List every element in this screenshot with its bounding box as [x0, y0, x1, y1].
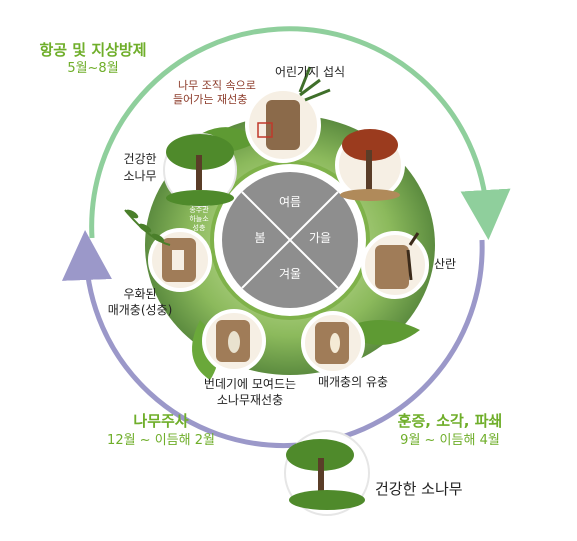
season-summer: 여름: [278, 195, 302, 209]
healthy-pine-tree-bottom: [284, 430, 370, 516]
stage-nematode-entry-2: 들어가는 재선충: [173, 93, 248, 106]
stage-pupa-gathering-2: 소나무재선충: [216, 393, 284, 407]
mini-note-1: 송수관: [189, 206, 209, 214]
season-divider-2: [241, 191, 339, 289]
stage-healthy-pine-2: 소나무: [123, 169, 157, 183]
medallion-vector-larva: [301, 311, 365, 375]
phase-aerial-title: 항공 및 지상방제: [39, 41, 147, 59]
medallion-emerged-adult: [148, 228, 212, 292]
leaf-branch-left: [124, 209, 171, 246]
season-autumn: 가을: [308, 231, 332, 245]
stage-emerged-adult-1: 우화된: [123, 287, 157, 301]
medallion-oviposition: [361, 231, 429, 299]
stage-healthy-pine-1: 건강한: [123, 152, 157, 166]
medallion-pupa-gathering: [202, 309, 266, 373]
season-spring: 봄: [254, 231, 266, 245]
healthy-pine-tree-left: [163, 133, 237, 207]
stage-twig-feeding: 어린가지 섭식: [274, 65, 346, 79]
green-cycle-arrow: [89, 26, 511, 240]
stage-pupa-gathering-1: 번데기에 모여드는: [203, 377, 297, 391]
phase-injection-period: 12월 ~ 이듬해 2월: [107, 433, 215, 448]
purple-cycle-arrow: [62, 230, 485, 449]
medallion-infected-tree: [335, 129, 405, 201]
stage-healthy-pine-bottom: 건강한 소나무: [375, 480, 463, 498]
phase-aerial-period: 5월~8월: [67, 61, 119, 76]
phase-fumigation-title: 훈증, 소각, 파쇄: [397, 412, 503, 430]
phase-injection-title: 나무주사: [133, 412, 189, 430]
medallion-twig-feeding: [245, 66, 331, 163]
season-winter: 겨울: [278, 267, 302, 281]
mini-note-2: 하늘소: [189, 215, 209, 223]
stage-emerged-adult-2: 매개충(성충): [107, 303, 173, 317]
stage-oviposition: 산란: [433, 257, 457, 271]
mini-note-3: 성충: [192, 224, 206, 232]
stage-vector-larva: 매개충의 유충: [317, 375, 389, 389]
stage-nematode-entry-1: 나무 조직 속으로: [178, 79, 256, 92]
phase-fumigation-period: 9월 ~ 이듬해 4월: [400, 433, 500, 448]
